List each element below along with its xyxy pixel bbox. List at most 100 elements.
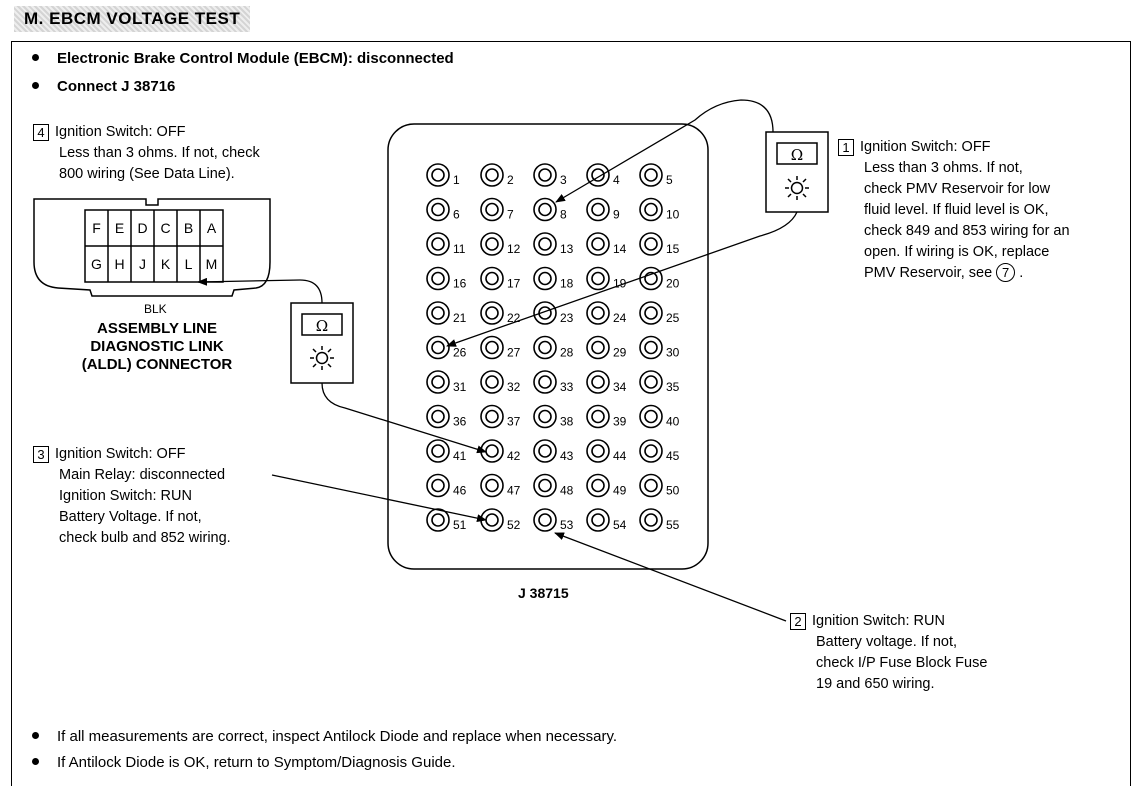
pin-50: 50 — [639, 473, 680, 498]
pin-label: 14 — [613, 242, 627, 256]
pin-label: 50 — [666, 484, 680, 498]
pin-label: 55 — [666, 518, 680, 532]
pin-25: 25 — [639, 301, 680, 325]
pin-48: 48 — [533, 473, 574, 498]
pin-label: 18 — [560, 277, 574, 291]
pin-52: 52 — [480, 508, 521, 532]
lead-meter4-pin42 — [321, 382, 487, 454]
pin-53: 53 — [533, 508, 574, 532]
aldl-pin-M: M — [206, 256, 218, 272]
aldl-pin-G: G — [91, 256, 102, 272]
pin-8: 8 — [533, 197, 567, 222]
pin-label: 16 — [453, 277, 467, 291]
aldl-pin-J: J — [139, 256, 146, 272]
pin-label: 33 — [560, 380, 574, 394]
pin-33: 33 — [533, 370, 574, 394]
pin-54: 54 — [586, 508, 627, 532]
pin-18: 18 — [533, 266, 574, 291]
pin-28: 28 — [533, 335, 574, 360]
pin-21: 21 — [426, 301, 467, 325]
breakout-box-label: J 38715 — [518, 585, 569, 601]
pin-12: 12 — [480, 232, 521, 256]
pin-label: 34 — [613, 380, 627, 394]
pin-10: 10 — [639, 197, 680, 222]
pin-label: 32 — [507, 380, 521, 394]
page-title: M. EBCM VOLTAGE TEST — [14, 6, 251, 32]
pin-label: 13 — [560, 242, 574, 256]
aldl-pin-E: E — [115, 220, 124, 236]
pin-label: 45 — [666, 449, 680, 463]
pin-label: 15 — [666, 242, 680, 256]
pin-label: 26 — [453, 346, 467, 360]
aldl-pin-C: C — [160, 220, 170, 236]
pin-15: 15 — [639, 232, 680, 256]
step-4-number: 4 — [33, 124, 49, 141]
pin-label: 46 — [453, 484, 467, 498]
pin-35: 35 — [639, 370, 680, 394]
pin-20: 20 — [639, 266, 680, 291]
pin-49: 49 — [586, 473, 627, 498]
pin-label: 44 — [613, 449, 627, 463]
pin-6: 6 — [426, 197, 460, 222]
pin-55: 55 — [639, 508, 680, 532]
ohmmeter-right — [765, 131, 829, 213]
pin-1: 1 — [426, 163, 460, 187]
pin-26: 26 — [426, 335, 467, 360]
pin-45: 45 — [639, 439, 680, 463]
pin-13: 13 — [533, 232, 574, 256]
pin-24: 24 — [586, 301, 627, 325]
pin-39: 39 — [586, 404, 627, 429]
pin-label: 8 — [560, 208, 567, 222]
lead-step3-pin52 — [271, 474, 487, 523]
ohmmeter-left — [290, 302, 354, 384]
pin-14: 14 — [586, 232, 627, 256]
pin-label: 21 — [453, 311, 467, 325]
pin-label: 40 — [666, 415, 680, 429]
pin-43: 43 — [533, 439, 574, 463]
pin-label: 49 — [613, 484, 627, 498]
pin-label: 17 — [507, 277, 521, 291]
pin-label: 7 — [507, 208, 514, 222]
pin-label: 48 — [560, 484, 574, 498]
pin-44: 44 — [586, 439, 627, 463]
pin-label: 23 — [560, 311, 574, 325]
pin-40: 40 — [639, 404, 680, 429]
pin-9: 9 — [586, 197, 620, 222]
pin-label: 38 — [560, 415, 574, 429]
pin-label: 52 — [507, 518, 521, 532]
pin-label: 42 — [507, 449, 521, 463]
pin-label: 25 — [666, 311, 680, 325]
pin-label: 11 — [453, 242, 466, 256]
pin-19: 19 — [586, 266, 627, 291]
step-1-number: 1 — [838, 139, 854, 156]
bullet-return-guide: If Antilock Diode is OK, return to Sympt… — [32, 754, 456, 771]
ohm-symbol-left: Ω — [316, 317, 328, 335]
aldl-pin-H: H — [114, 256, 124, 272]
aldl-pin-L: L — [185, 256, 193, 272]
pin-label: 12 — [507, 242, 521, 256]
pin-label: 4 — [613, 173, 620, 187]
pin-37: 37 — [480, 404, 521, 429]
pin-label: 37 — [507, 415, 521, 429]
aldl-caption: ASSEMBLY LINE DIAGNOSTIC LINK (ALDL) CON… — [81, 320, 233, 373]
pin-label: 47 — [507, 484, 521, 498]
pin-label: 9 — [613, 208, 620, 222]
pin-4: 4 — [586, 163, 620, 187]
pin-label: 2 — [507, 173, 514, 187]
lead-meter4-pinM — [197, 277, 323, 304]
pin-46: 46 — [426, 473, 467, 498]
pin-30: 30 — [639, 335, 680, 360]
pin-label: 41 — [453, 449, 467, 463]
pin-label: 54 — [613, 518, 627, 532]
pin-11: 11 — [426, 232, 466, 256]
aldl-pin-A: A — [207, 220, 217, 236]
pin-5: 5 — [639, 163, 673, 187]
pin-7: 7 — [480, 197, 514, 222]
bullet-connect-tool: Connect J 38716 — [32, 78, 175, 95]
pin-51: 51 — [426, 508, 467, 532]
step-2-number: 2 — [790, 613, 806, 630]
